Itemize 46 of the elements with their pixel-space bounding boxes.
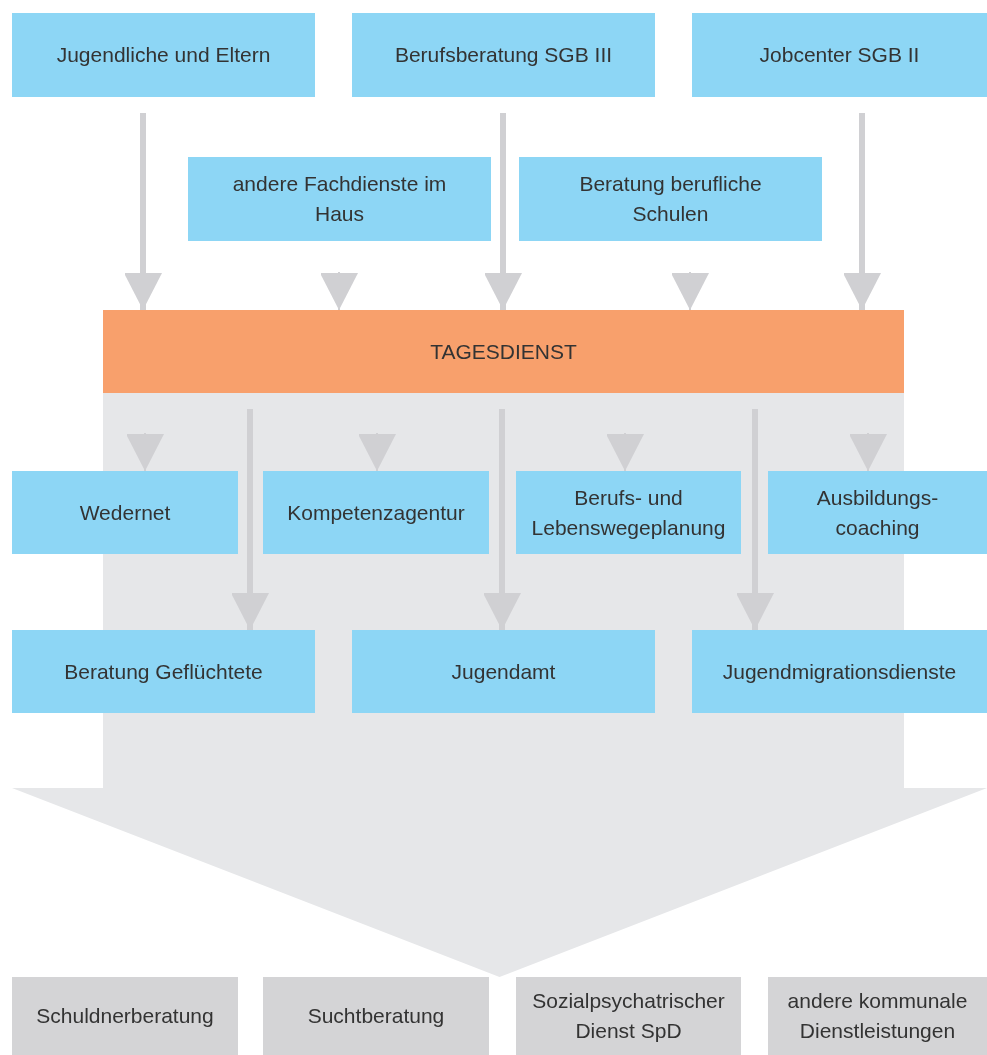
- box-label: Suchtberatung: [307, 1003, 445, 1029]
- service-box: [768, 471, 987, 554]
- box-label: andere kommunale Dienstleistungen: [786, 988, 969, 1044]
- service-box: [12, 13, 315, 97]
- service-box: [352, 13, 655, 97]
- arrowhead: [358, 432, 396, 472]
- service-box: [692, 13, 987, 97]
- box-label: Jugendmigrationsdienste: [722, 658, 957, 685]
- arrow: [484, 113, 522, 310]
- service-box: [263, 977, 489, 1055]
- arrowhead: [320, 271, 358, 311]
- arrow: [843, 113, 881, 310]
- box-label: Berufs- und Lebenswegeplanung: [530, 484, 727, 541]
- box-label: Wedernet: [79, 499, 171, 526]
- service-box: [516, 471, 741, 554]
- arrowhead: [606, 432, 644, 472]
- box-label: Berufsberatung SGB III: [394, 42, 613, 68]
- arrow: [124, 113, 162, 310]
- service-box: [519, 157, 822, 241]
- service-box: [352, 630, 655, 713]
- box-label: Jugendliche und Eltern: [56, 42, 271, 68]
- service-box: [516, 977, 741, 1055]
- arrow: [736, 409, 774, 630]
- box-label: Beratung berufliche Schulen: [578, 171, 763, 227]
- service-box: [692, 630, 987, 713]
- arrowhead: [671, 271, 709, 311]
- box-label: TAGESDIENST: [430, 338, 577, 365]
- box-label: andere Fachdienste im Haus: [231, 171, 448, 227]
- service-box: [12, 977, 238, 1055]
- arrowhead: [126, 432, 164, 472]
- box-label: Kompetenzagentur: [287, 499, 465, 526]
- box-label: Beratung Geflüchtete: [64, 658, 263, 685]
- box-label: Sozialpsychatrischer Dienst SpD: [531, 988, 726, 1044]
- service-box: [263, 471, 489, 554]
- central-service-box: [103, 310, 904, 393]
- box-label: Jobcenter SGB II: [759, 42, 920, 68]
- box-label: Schuldnerberatung: [36, 1003, 214, 1029]
- box-label: Jugendamt: [451, 658, 556, 685]
- box-label: Ausbildungs- coaching: [815, 484, 940, 541]
- service-box: [188, 157, 491, 241]
- service-box: [12, 471, 238, 554]
- arrow: [483, 409, 521, 630]
- arrowhead: [849, 432, 887, 472]
- arrow: [231, 409, 269, 630]
- service-box: [768, 977, 987, 1055]
- service-box: [12, 630, 315, 713]
